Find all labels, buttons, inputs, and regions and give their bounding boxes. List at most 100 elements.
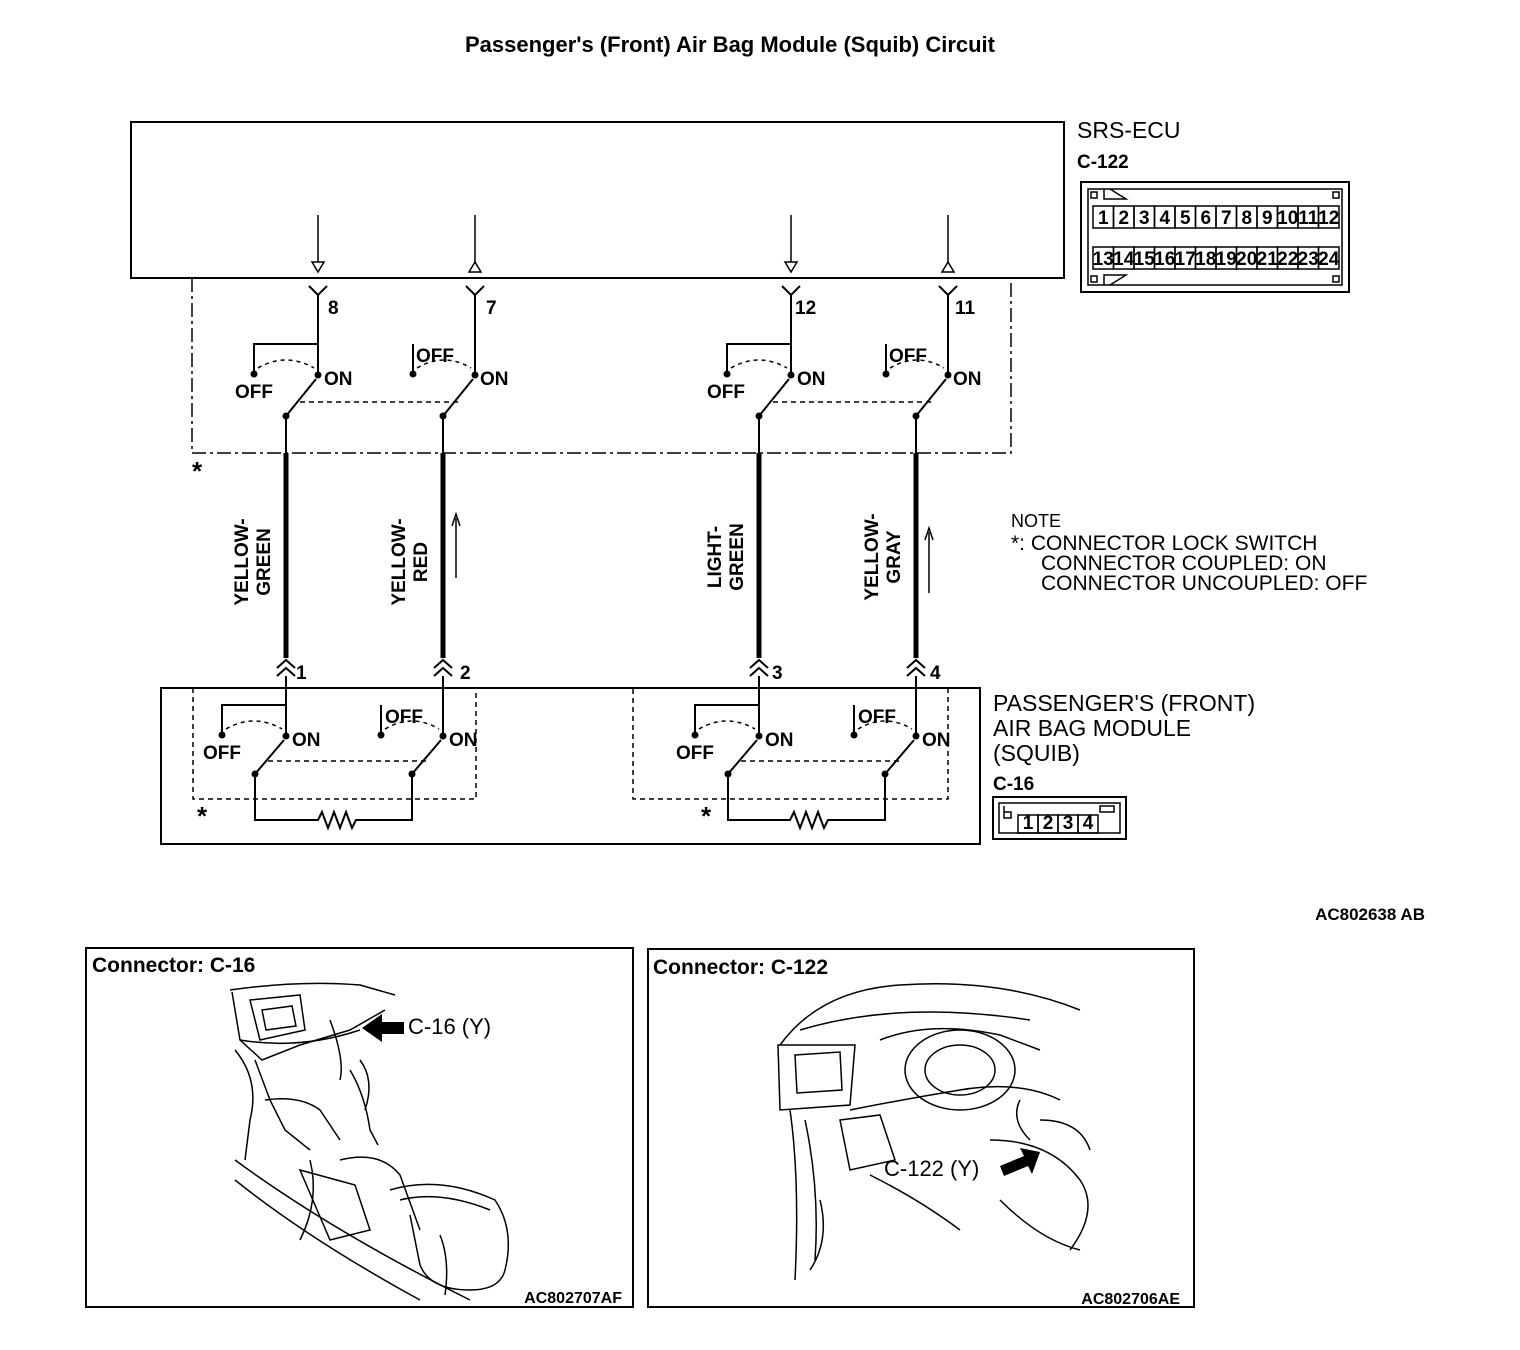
current-flow-arrows: [451, 511, 934, 593]
svg-text:LIGHT-: LIGHT-: [705, 526, 726, 588]
c122-pin-10: 10: [1276, 205, 1299, 229]
wire-1-color-label: YELLOW- GREEN: [232, 518, 275, 605]
harness-wires: [283, 453, 919, 658]
svg-text:4: 4: [1159, 208, 1170, 229]
ecu-sw1-off-label: OFF: [235, 382, 273, 403]
locator-c16-callout: C-16 (Y): [408, 1014, 491, 1039]
module-sw2-on-label: ON: [449, 730, 478, 751]
dashboard-sketch-right: [777, 983, 1091, 1281]
c122-pin-2: 2: [1112, 205, 1135, 229]
wire-2-color-label: YELLOW- RED: [389, 518, 432, 605]
module-lock-asterisk-a: *: [197, 801, 208, 831]
module-terminal-2: 2: [460, 663, 471, 684]
diagram-code: AC802638 AB: [1315, 905, 1425, 924]
module-label-line-3: (SQUIB): [993, 740, 1080, 766]
module-sw3-on-label: ON: [765, 730, 794, 751]
svg-text:14: 14: [1113, 249, 1135, 270]
ecu-sw1-on-label: ON: [324, 369, 353, 390]
c16-pin-4: 4: [1077, 813, 1099, 834]
module-sw1-on-label: ON: [292, 730, 321, 751]
svg-text:5: 5: [1180, 208, 1191, 229]
locator-c122-callout: C-122 (Y): [884, 1156, 979, 1181]
locator-c16-title: Connector: C-16: [92, 954, 255, 977]
c122-pin-8: 8: [1235, 205, 1258, 229]
svg-text:21: 21: [1257, 249, 1279, 270]
module-terminal-3: 3: [772, 663, 783, 684]
c122-pin-1: 1: [1092, 205, 1115, 229]
srs-ecu-connector-label: C-122: [1077, 152, 1129, 173]
module-sw2-off-label: OFF: [385, 707, 423, 728]
ecu-switch-group-a: [250, 295, 479, 455]
ecu-switch-group-b: [723, 295, 952, 455]
svg-text:9: 9: [1262, 208, 1273, 229]
svg-text:23: 23: [1298, 249, 1319, 270]
note-line-3: CONNECTOR UNCOUPLED: OFF: [1041, 572, 1367, 595]
diagram-title: Passenger's (Front) Air Bag Module (Squi…: [465, 32, 996, 57]
svg-text:GREEN: GREEN: [254, 528, 275, 596]
c122-pin-22: 22: [1276, 246, 1299, 270]
c122-pin-11: 11: [1297, 205, 1320, 229]
svg-text:19: 19: [1216, 249, 1237, 270]
module-label-line-1: PASSENGER'S (FRONT): [993, 690, 1255, 716]
svg-text:12: 12: [1318, 208, 1339, 229]
c122-pin-20: 20: [1235, 246, 1258, 270]
c122-pin-7: 7: [1215, 205, 1238, 229]
svg-text:4: 4: [1083, 813, 1094, 834]
locator-panel-c16: Connector: C-16 C-16 (Y) AC802707A: [85, 947, 634, 1308]
c122-pin-4: 4: [1153, 205, 1176, 229]
c122-pin-5: 5: [1174, 205, 1197, 229]
c122-pin-16: 16: [1153, 246, 1176, 270]
ecu-sw4-off-label: OFF: [889, 346, 927, 367]
c122-pin-19: 19: [1215, 246, 1238, 270]
module-sw3-off-label: OFF: [676, 743, 714, 764]
svg-text:GREEN: GREEN: [727, 523, 748, 591]
module-switch-group-a: [218, 676, 447, 831]
module-sw4-on-label: ON: [922, 730, 951, 751]
ecu-direction-arrows: [310, 215, 956, 274]
svg-text:8: 8: [1241, 208, 1252, 229]
note-heading: NOTE: [1011, 511, 1061, 531]
svg-text:6: 6: [1200, 208, 1211, 229]
module-switch-group-b: [691, 676, 920, 831]
svg-text:2: 2: [1043, 813, 1054, 834]
module-lock-switch-a-boundary: [192, 687, 477, 800]
svg-text:22: 22: [1277, 249, 1298, 270]
locator-panel-c122: Connector: C-122 C-122 (Y) AC802706AE: [647, 948, 1195, 1308]
svg-text:1: 1: [1023, 813, 1034, 834]
svg-text:13: 13: [1093, 249, 1114, 270]
module-lock-switch-b-boundary: [632, 687, 949, 800]
module-sw4-off-label: OFF: [858, 707, 896, 728]
c122-pin-18: 18: [1194, 246, 1217, 270]
c122-pin-17: 17: [1174, 246, 1197, 270]
svg-text:3: 3: [1139, 208, 1150, 229]
c122-pin-14: 14: [1112, 246, 1135, 270]
c122-pin-3: 3: [1133, 205, 1156, 229]
ecu-lock-switch-boundary: [191, 278, 1012, 454]
c16-pin-3: 3: [1057, 813, 1079, 834]
svg-text:2: 2: [1118, 208, 1129, 229]
c122-pin-9: 9: [1256, 205, 1279, 229]
svg-text:15: 15: [1134, 249, 1156, 270]
ecu-terminal-7: 7: [486, 298, 497, 319]
ecu-sw2-on-label: ON: [480, 369, 509, 390]
locator-c122-title: Connector: C-122: [653, 956, 828, 979]
svg-text:17: 17: [1175, 249, 1196, 270]
note-line-2: CONNECTOR COUPLED: ON: [1041, 552, 1326, 575]
srs-ecu-label: SRS-ECU: [1077, 117, 1181, 143]
svg-text:GRAY: GRAY: [884, 530, 905, 583]
ecu-terminal-11: 11: [955, 298, 976, 319]
c122-pin-6: 6: [1194, 205, 1217, 229]
ecu-terminal-8: 8: [328, 298, 339, 319]
svg-text:18: 18: [1195, 249, 1216, 270]
module-terminal-1: 1: [296, 663, 307, 684]
svg-text:20: 20: [1236, 249, 1257, 270]
c122-pin-24: 24: [1317, 246, 1340, 270]
svg-text:3: 3: [1063, 813, 1074, 834]
wire-4-color-label: YELLOW- GRAY: [862, 513, 905, 600]
module-terminal-chevrons: [276, 658, 926, 677]
ecu-lock-asterisk: *: [192, 456, 203, 486]
c16-pin-1: 1: [1017, 813, 1039, 834]
